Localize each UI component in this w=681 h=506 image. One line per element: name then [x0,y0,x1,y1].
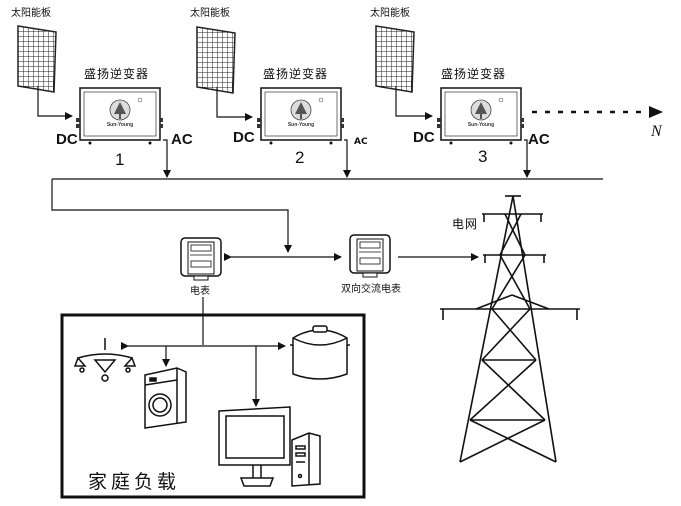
brand-label-1: Sun-Young [106,122,134,128]
grid-label: 电网 [452,217,479,231]
dc-line-1 [37,86,73,120]
solar-panel-label-1: 太阳能板 [11,8,51,19]
inverter-2 [256,87,345,146]
inverter-number-1: 1 [115,150,125,169]
power-tower-icon [440,195,580,463]
inverter-number-2: 2 [295,148,305,167]
washing-machine-icon [144,367,187,429]
ac-label-1: AC [171,131,193,148]
solar-panel-label-2: 太阳能板 [190,8,230,19]
solar-panel-label-3: 太阳能板 [370,8,410,19]
inverter-number-3: 3 [478,147,488,166]
dc-label-2: DC [233,129,255,146]
dc-label-3: DC [413,129,435,146]
dc-line-2 [216,87,253,121]
monitor-icon [218,406,291,487]
inverter-1 [75,87,164,146]
ac-line-2 [343,139,351,178]
pc-tower-icon [291,432,321,487]
inverter-label-2: 盛扬逆变器 [263,67,329,81]
brand-label-3: Sun-Young [467,122,495,128]
brand-label-2: Sun-Young [287,122,315,128]
household-load-label: 家庭负载 [88,471,181,493]
bus-to-junction-line [51,179,292,253]
bidirectional-meter [349,234,391,278]
inverter-label-3: 盛扬逆变器 [441,67,507,81]
rice-cooker-icon [290,325,350,380]
solar-panel-1 [17,25,57,93]
ac-label-2: AC [354,137,368,147]
ac-line-3 [523,139,531,178]
dc-line-3 [395,86,433,120]
chandelier-icon [73,338,137,382]
ac-line-1 [163,139,171,178]
dc-label-1: DC [56,131,78,148]
inverter-label-1: 盛扬逆变器 [84,67,150,81]
meter-label: 电表 [190,286,210,297]
household-meter [180,237,222,281]
solar-panel-2 [196,26,236,94]
bidirectional-meter-label: 双向交流电表 [341,284,401,295]
inverter-3 [436,87,525,146]
n-label: N [651,123,662,140]
solar-panel-3 [375,25,415,93]
ac-label-3: AC [528,131,550,148]
